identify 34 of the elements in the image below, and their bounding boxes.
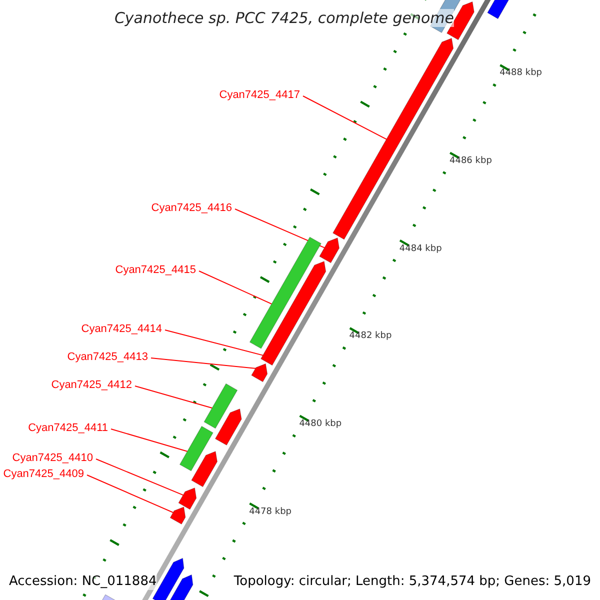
gene-label: Cyan7425_4413	[67, 350, 148, 364]
leader-line	[198, 270, 272, 304]
gene-label: Cyan7425_4411	[28, 422, 108, 434]
leader-line	[86, 474, 174, 513]
gene-label: Cyan7425_4416	[151, 202, 232, 214]
leader-line	[302, 96, 387, 140]
gene-label: Cyan7425_4410	[12, 452, 93, 464]
leader-line	[150, 358, 256, 369]
scale-label: 4486 kbp	[450, 156, 492, 168]
gene-label: Cyan7425_4412	[51, 378, 132, 392]
leader-line	[164, 330, 264, 356]
gene-segment	[170, 506, 186, 524]
scale-label: 4480 kbp	[299, 419, 342, 430]
leader-line	[110, 428, 188, 452]
gene-segment	[319, 237, 340, 264]
leader-line	[96, 458, 184, 496]
gene-segment	[249, 236, 322, 349]
gene-segment	[179, 426, 214, 472]
info-text: Accession: NC_011884	[9, 574, 157, 590]
gene-segment	[204, 383, 238, 429]
gene-segment	[260, 260, 326, 366]
scale-label: 4482 kbp	[349, 331, 392, 342]
gene-label: Cyan7425_4409	[3, 468, 84, 480]
gene-segment	[178, 487, 197, 510]
gene-label: Cyan7425_4415	[115, 264, 196, 276]
title: Cyanothece sp. PCC 7425, complete genome	[114, 9, 454, 27]
gene-label: Cyan7425_4417	[219, 88, 300, 102]
gene-label: Cyan7425_4414	[81, 322, 162, 336]
gene-segment	[251, 363, 268, 382]
info-text: Topology: circular; Length: 5,374,574 bp; Genes: 5,019	[234, 574, 591, 590]
scale-label: 4484 kbp	[399, 244, 442, 255]
leader-line	[134, 386, 213, 408]
scale-label: 4478 kbp	[249, 506, 292, 518]
scale-label: 4488 kbp	[500, 68, 542, 80]
